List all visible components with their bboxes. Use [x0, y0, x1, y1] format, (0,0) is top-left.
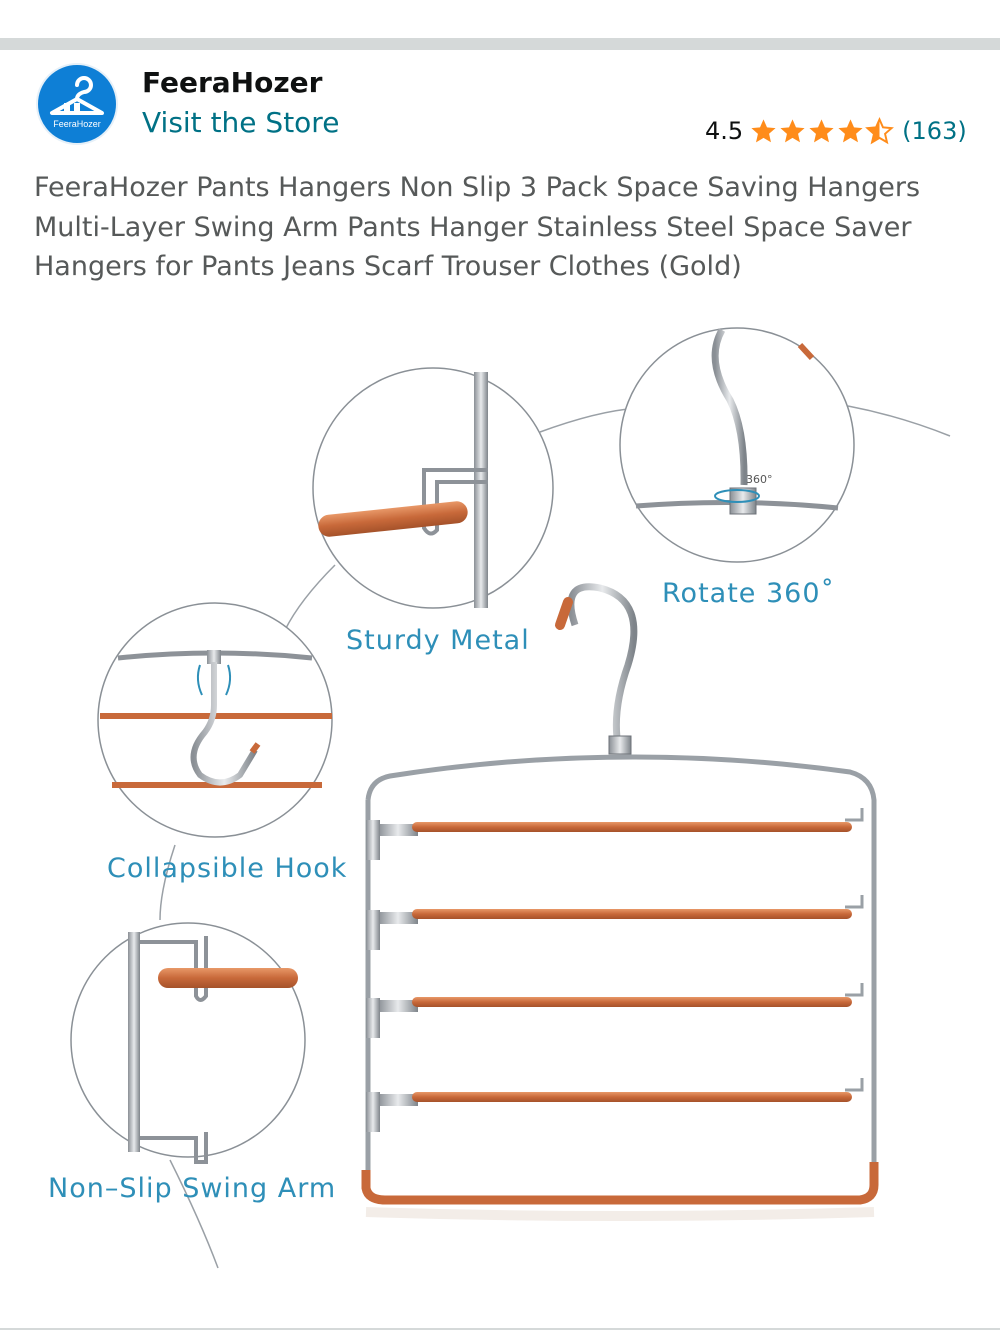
caption-non-slip-swing-arm: Non–Slip Swing Arm: [48, 1173, 337, 1204]
hanger-bar-2: [366, 895, 864, 950]
product-title: FeeraHozer Pants Hangers Non Slip 3 Pack…: [34, 172, 921, 282]
visit-store-link[interactable]: Visit the Store: [142, 106, 340, 139]
rating-value: 4.5: [705, 117, 744, 145]
bottom-divider: [0, 1328, 1000, 1330]
rotate-badge-text: 360°: [746, 473, 773, 486]
caption-collapsible-hook: Collapsible Hook: [107, 853, 348, 884]
logo-text: FeeraHozer: [53, 119, 101, 129]
main-hanger: [361, 583, 879, 1221]
star-rating: [749, 116, 895, 146]
star-full-icon: [751, 118, 776, 142]
collapsible-hook-callout: [97, 602, 333, 838]
star-full-icon: [809, 118, 834, 142]
star-full-icon: [780, 118, 805, 142]
rotate-callout: 360°: [619, 327, 855, 563]
caption-sturdy-metal: Sturdy Metal: [346, 625, 530, 656]
review-count-link[interactable]: (163): [902, 117, 967, 145]
star-half-icon: [865, 116, 895, 144]
rating-summary[interactable]: 4.5 (163): [705, 114, 967, 148]
section-divider: [0, 38, 1000, 50]
non-slip-callout: [70, 922, 306, 1164]
star-full-icon: [838, 118, 863, 142]
hanger-bar-3: [366, 983, 864, 1038]
product-image[interactable]: 360°: [0, 300, 1000, 1280]
sturdy-metal-callout: [312, 367, 554, 609]
hanger-illustration: 360°: [70, 327, 951, 1269]
store-name[interactable]: FeeraHozer: [142, 66, 323, 99]
caption-rotate-360: Rotate 360˚: [662, 578, 836, 609]
previous-section-cutoff: [0, 0, 1000, 38]
hanger-bar-4: [366, 1078, 864, 1132]
hanger-bar-1: [366, 808, 864, 860]
hanger-logo-icon: [50, 76, 104, 115]
store-logo[interactable]: FeeraHozer: [36, 63, 118, 145]
